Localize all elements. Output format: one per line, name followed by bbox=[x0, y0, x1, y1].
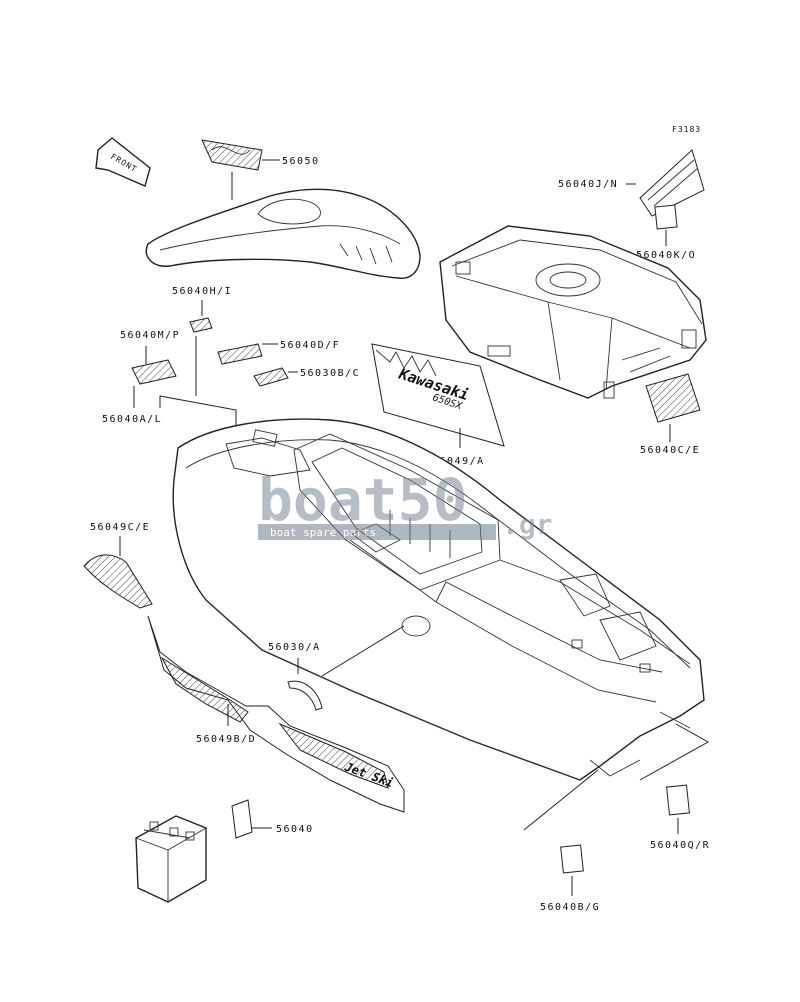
part-label-56040jn: 56040J/N bbox=[558, 179, 618, 190]
part-label-56040df: 56040D/F bbox=[280, 340, 340, 351]
part-label-56050: 56050 bbox=[282, 156, 320, 167]
watermark-domain: .gr bbox=[502, 508, 553, 541]
figure-code: F3183 bbox=[672, 125, 701, 134]
engine-hood bbox=[439, 225, 707, 399]
part-label-56049ce: 56049C/E bbox=[90, 522, 150, 533]
watermark-tagline: boat spare parts bbox=[270, 526, 376, 539]
decal-56040 bbox=[231, 799, 253, 839]
watermark-logo: boat50 bbox=[258, 466, 468, 534]
decal-56040ko bbox=[654, 204, 678, 230]
part-label-56040qr: 56040Q/R bbox=[650, 840, 710, 851]
part-label-56030bc: 56030B/C bbox=[300, 368, 360, 379]
part-label-56049a: 56049/A bbox=[432, 456, 485, 467]
emblem-decal bbox=[201, 139, 263, 171]
decal-56040df bbox=[217, 343, 263, 365]
part-label-56040ko: 56040K/O bbox=[636, 250, 696, 261]
decal-56049ce bbox=[83, 554, 153, 609]
decal-56040ce bbox=[645, 373, 701, 423]
part-label-56049bd: 56049B/D bbox=[196, 734, 256, 745]
part-label-56030a: 56030/A bbox=[268, 642, 321, 653]
part-label-56040bg: 56040B/G bbox=[540, 902, 600, 913]
part-label-56040mp: 56040M/P bbox=[120, 330, 180, 341]
watermark: boat50 .gr boat spare parts bbox=[258, 466, 553, 541]
decal-56040qr bbox=[666, 784, 690, 816]
part-label-56040: 56040 bbox=[276, 824, 314, 835]
battery bbox=[135, 815, 207, 903]
handle-pole bbox=[145, 188, 421, 279]
part-label-56040ce: 56040C/E bbox=[640, 445, 700, 456]
side-stripe-decal: Jet Ski bbox=[147, 615, 405, 813]
decal-56030bc bbox=[253, 367, 289, 387]
kawasaki-decal: Kawasaki 650SX bbox=[371, 343, 505, 447]
decal-56040bg bbox=[560, 844, 584, 874]
part-label-56040hi: 56040H/I bbox=[172, 286, 232, 297]
front-arrow-icon: FRONT bbox=[95, 137, 151, 187]
part-label-56040al: 56040A/L bbox=[102, 414, 162, 425]
decal-56040mp bbox=[131, 359, 177, 385]
decal-56040hi bbox=[189, 317, 213, 333]
decal-56040jn bbox=[639, 149, 705, 217]
decal-56030a bbox=[287, 680, 323, 711]
